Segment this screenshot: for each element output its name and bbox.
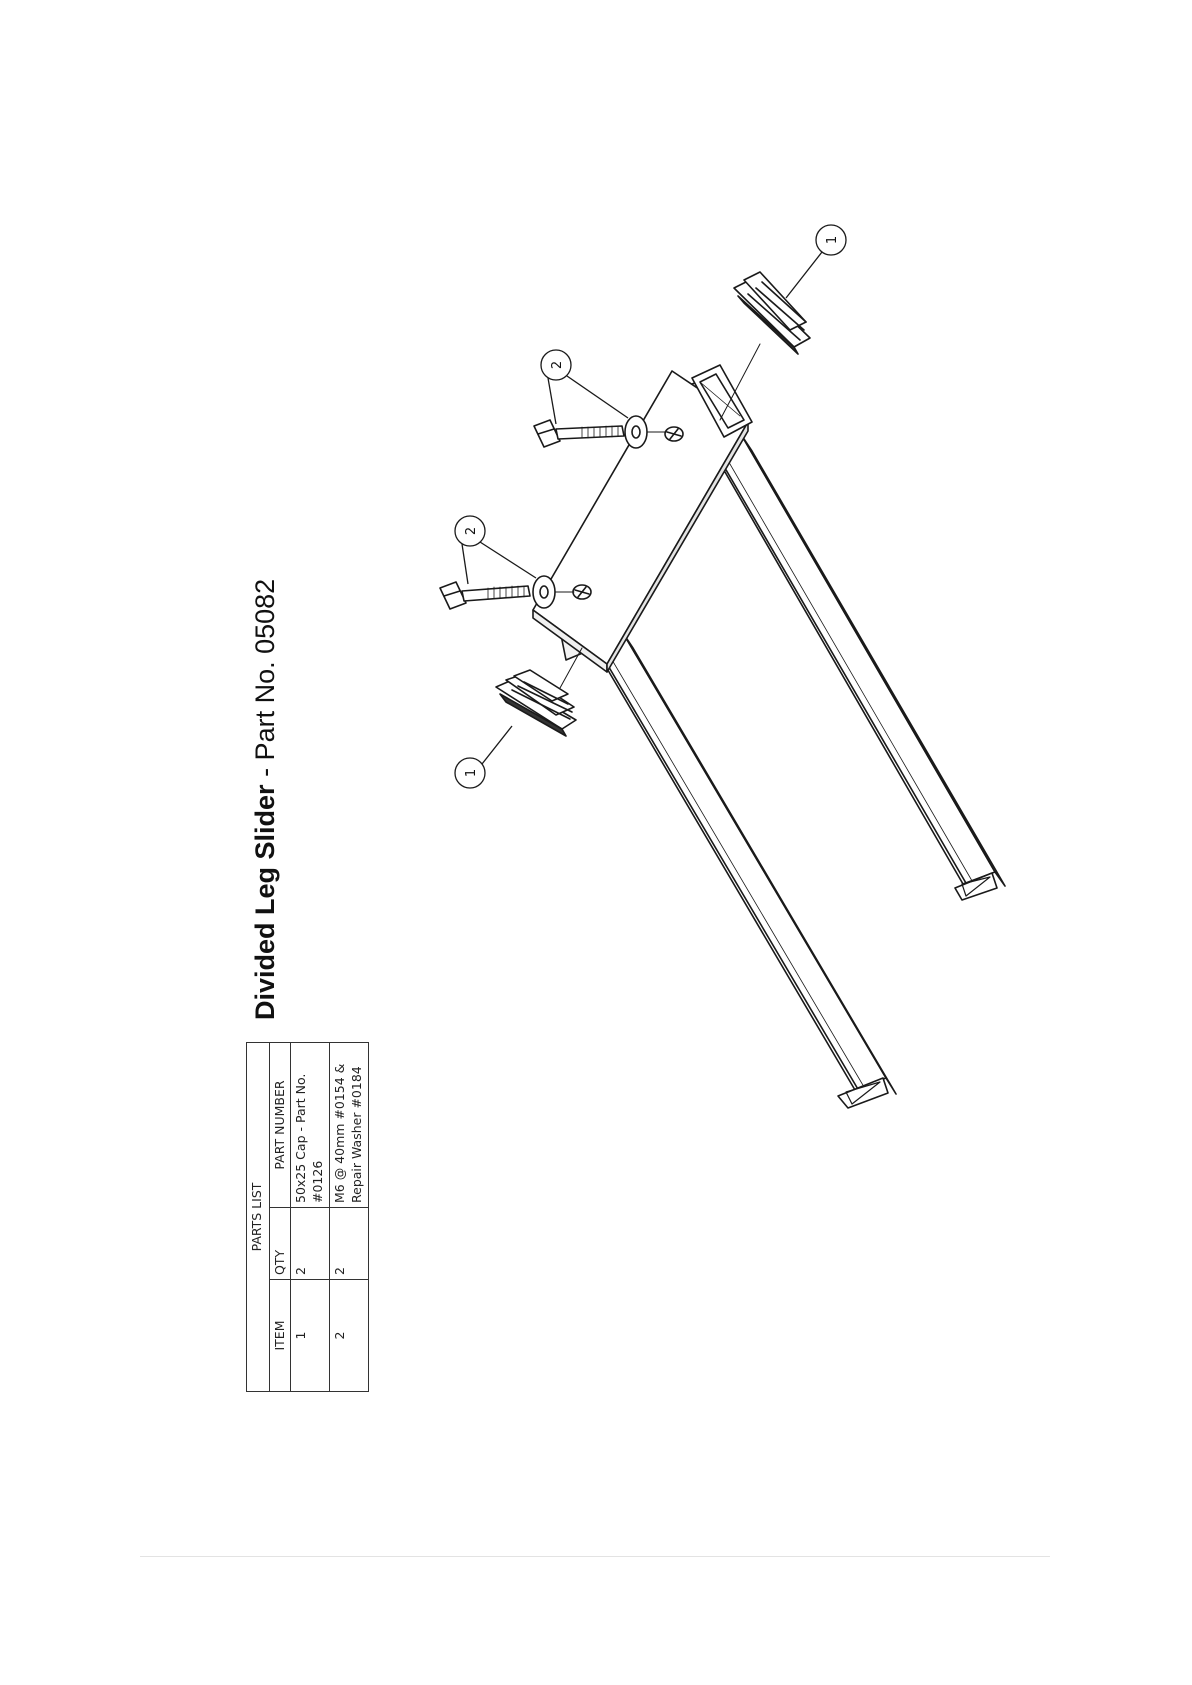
callout-label: 2 <box>550 361 565 369</box>
callout-label: 2 <box>464 527 479 535</box>
callout-balloon-2-left: 2 <box>455 516 536 584</box>
leg-tube-a <box>592 633 896 1108</box>
callout-balloon-1-left: 1 <box>455 726 512 788</box>
top-plate <box>533 365 752 672</box>
callout-label: 1 <box>464 769 479 777</box>
leg-tube-b <box>710 436 1005 900</box>
callout-label: 1 <box>825 236 840 244</box>
end-cap-1-right <box>734 272 810 354</box>
footer-divider <box>140 1556 1050 1557</box>
callout-balloon-2-right: 2 <box>541 350 628 424</box>
callout-balloon-1-right: 1 <box>786 225 846 298</box>
